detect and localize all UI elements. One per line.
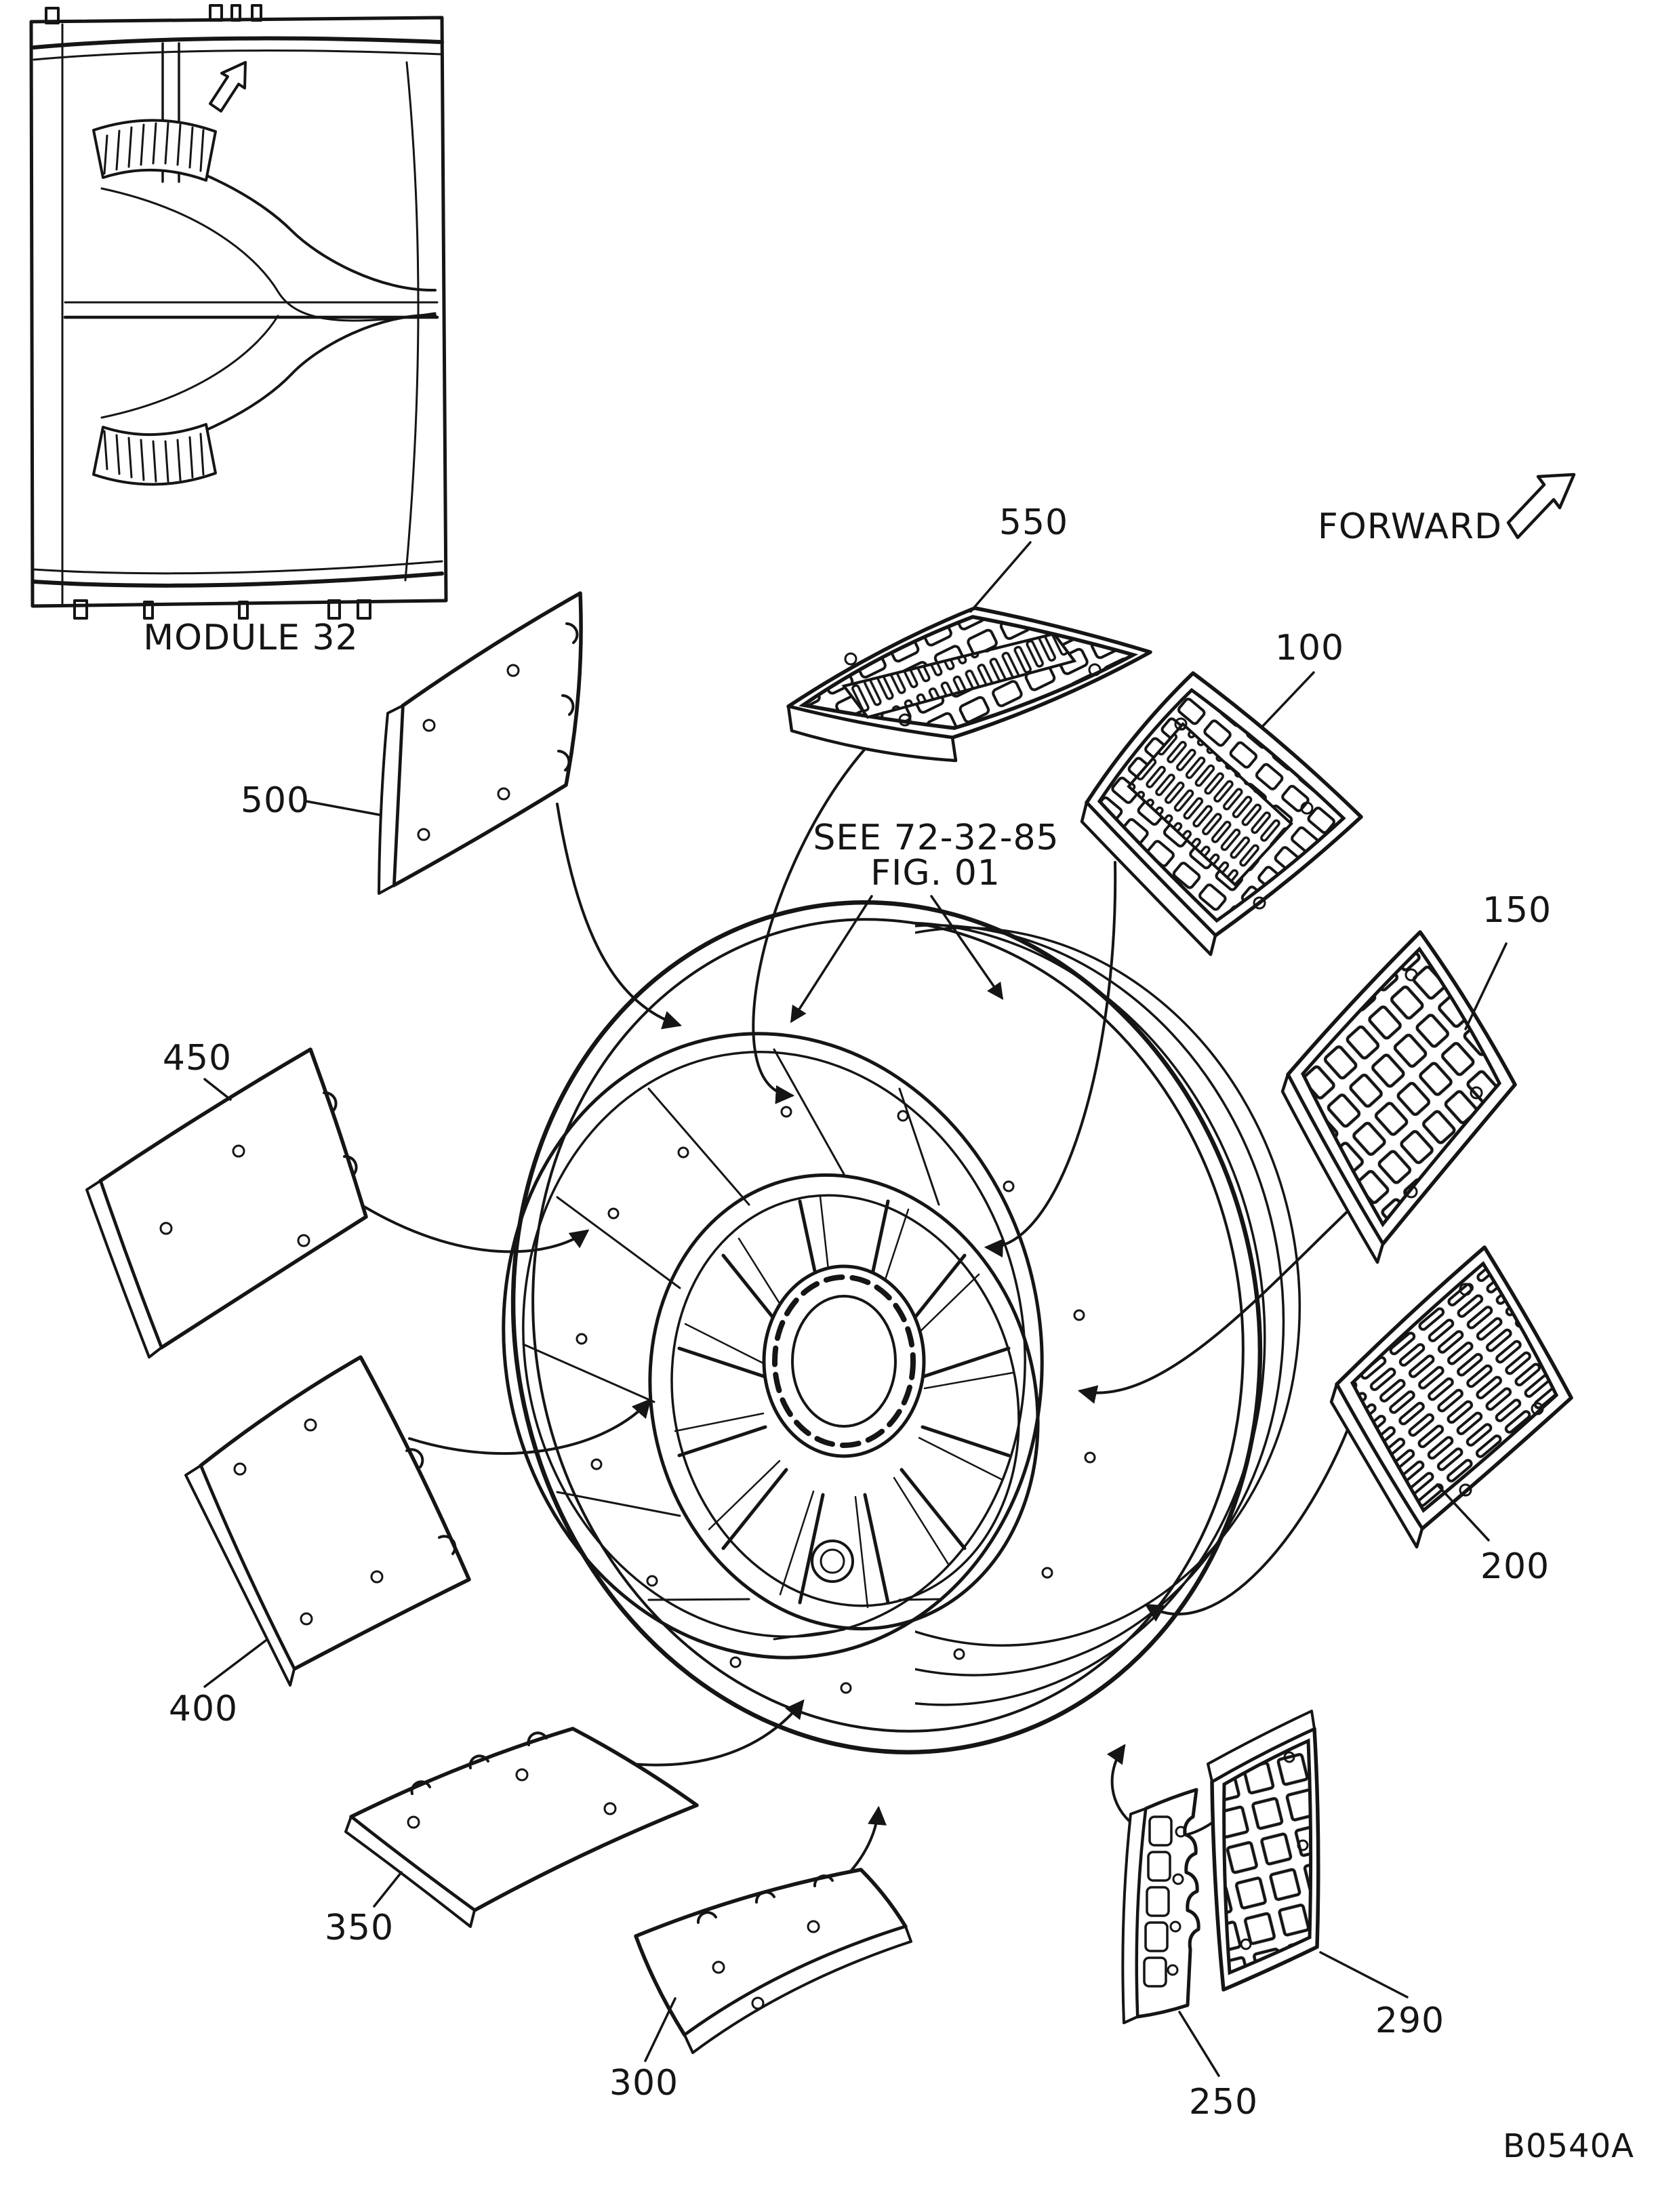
- panel-290: [1207, 1710, 1320, 1992]
- module-32-inset: [29, 4, 448, 620]
- forward-label: FORWARD: [1318, 506, 1502, 547]
- leader-500: [305, 800, 381, 816]
- flow-arrow-450: [354, 1200, 590, 1253]
- leader-550: [969, 541, 1032, 613]
- leader-250: [1178, 2011, 1220, 2077]
- vane-outer-ring-inner-line: [670, 1194, 1020, 1607]
- leader-350: [373, 1871, 403, 1908]
- leader-290: [1319, 1951, 1409, 1998]
- module-32-caption: MODULE 32: [143, 618, 358, 658]
- see-reference-fig: FIG. 01: [870, 853, 1001, 893]
- part-label-450: 450: [163, 1038, 232, 1079]
- panel-500: [378, 591, 583, 895]
- turbine-case-drum: [502, 900, 1301, 1754]
- case-outer-rim-inner-line: [531, 918, 1245, 1733]
- panel-400: [184, 1355, 471, 1687]
- leader-150: [1464, 942, 1508, 1030]
- text-labels: MODULE 32 FORWARD SEE 72-32-85 FIG. 01 5…: [143, 502, 1634, 2165]
- inset-border: [29, 16, 448, 608]
- leader-450: [203, 1078, 232, 1101]
- hub-bolt-boss: [811, 1540, 854, 1583]
- part-label-400: 400: [169, 1689, 238, 1729]
- front-face-rim-inner-line: [522, 1051, 1026, 1638]
- flow-arrow-550: [752, 743, 870, 1104]
- panel-300: [634, 1868, 912, 2054]
- forward-direction-arrow-icon: [1506, 472, 1576, 540]
- panel-200: [1329, 1245, 1573, 1549]
- part-label-150: 150: [1482, 890, 1552, 931]
- leader-400: [203, 1639, 267, 1688]
- panel-350: [344, 1727, 699, 1928]
- flow-arrow-400: [408, 1398, 651, 1455]
- panel-450: [85, 1047, 368, 1359]
- panel-100: [1080, 671, 1363, 957]
- part-label-100: 100: [1275, 628, 1344, 668]
- center-hub: [762, 1264, 926, 1458]
- figure-code: B0540A: [1503, 2127, 1634, 2165]
- leader-200: [1436, 1483, 1490, 1542]
- flow-arrow-200: [1144, 1418, 1353, 1622]
- vane-outer-ring: [648, 1173, 1040, 1631]
- case-outer-rim: [510, 900, 1263, 1754]
- see-reference-note: SEE 72-32-85: [813, 818, 1059, 858]
- part-label-350: 350: [325, 1908, 394, 1948]
- leader-see-reference-right: [930, 895, 1004, 1001]
- part-label-290: 290: [1375, 2000, 1445, 2041]
- panel-150: [1280, 930, 1517, 1264]
- leader-see-reference-left: [790, 895, 873, 1024]
- part-label-200: 200: [1480, 1546, 1550, 1587]
- inset-casing-lines: [32, 23, 444, 605]
- liner-bolt-holes: [575, 1106, 1096, 1694]
- inset-mount-lugs: [45, 4, 371, 620]
- front-face-seams: [522, 1048, 940, 1641]
- case-depth-flanges: [915, 921, 1301, 1706]
- flow-arrow-100: [984, 861, 1117, 1258]
- inset-direction-arrow-icon: [209, 61, 247, 113]
- inset-blade-row-upper: [92, 119, 217, 182]
- part-label-300: 300: [609, 2063, 679, 2104]
- part-label-500: 500: [241, 780, 310, 821]
- inset-blade-row-lower: [92, 423, 217, 486]
- part-label-250: 250: [1189, 2082, 1258, 2123]
- panel-550: [786, 606, 1152, 763]
- front-face-rim: [502, 1032, 1044, 1660]
- leader-100: [1261, 671, 1315, 728]
- flow-arrow-500: [556, 803, 683, 1030]
- label-leader-lines: [203, 541, 1508, 2077]
- leader-300: [644, 1997, 676, 2062]
- inset-flowpath-lines: [63, 142, 439, 464]
- part-label-550: 550: [999, 502, 1068, 543]
- panel-250: [1121, 1788, 1200, 2024]
